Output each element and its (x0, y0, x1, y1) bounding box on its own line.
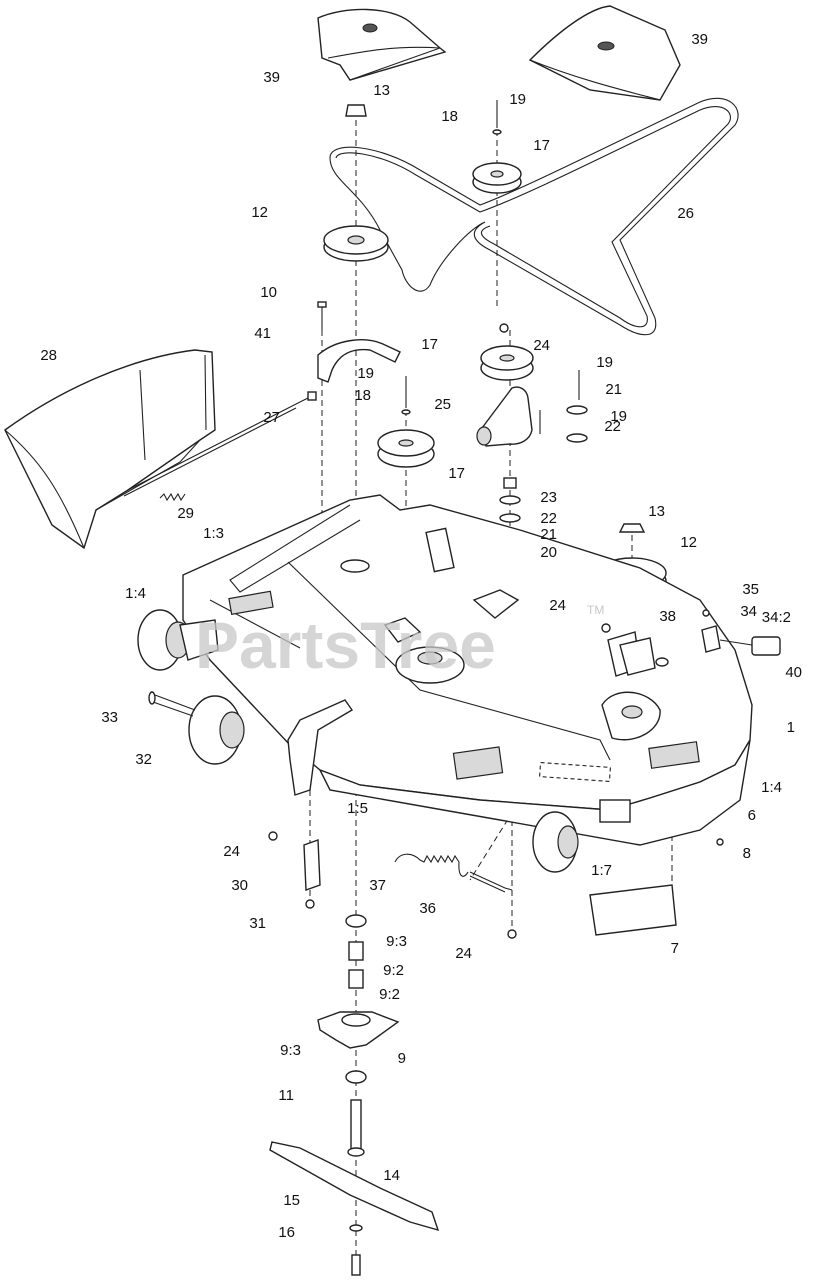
idler-arm (476, 386, 533, 447)
callout-label: 22 (604, 418, 621, 435)
callout-label: 24 (533, 337, 550, 354)
callout-label: 1:4 (125, 585, 146, 602)
deck-wheel-left (137, 609, 219, 671)
callout-label: 16 (278, 1224, 295, 1241)
pulley-17-lower (377, 376, 435, 468)
callout-label: 19 (596, 354, 613, 371)
callout-label: 24 (455, 945, 472, 962)
callout-label: 40 (785, 664, 802, 681)
callout-label: 1:7 (591, 862, 612, 879)
callout-label: 9:2 (383, 962, 404, 979)
callout-label: 12 (680, 534, 697, 551)
callout-label: 1:3 (203, 525, 224, 542)
pulley-12-top (323, 225, 389, 262)
callout-label: 13 (373, 82, 390, 99)
callout-label: 21 (605, 381, 622, 398)
spring-rod (469, 871, 513, 893)
grease-fitting (619, 609, 781, 676)
callout-label: 19 (610, 408, 627, 425)
bracket-30 (303, 839, 321, 891)
discharge-chute (4, 349, 216, 550)
deck-cover-left (317, 8, 447, 81)
chute-spring (159, 492, 186, 502)
callout-label: 38 (659, 608, 676, 625)
pulley-17-top (472, 100, 522, 194)
callout-label: 9 (398, 1050, 406, 1067)
callout-label: 19 (357, 365, 374, 382)
callout-label: 14 (383, 1167, 400, 1184)
extension-spring (394, 853, 469, 877)
callout-label: 22 (540, 510, 557, 527)
callout-label: 34 (740, 603, 757, 620)
callout-label: 36 (419, 900, 436, 917)
callout-label: 26 (677, 205, 694, 222)
bolt-10 (317, 301, 327, 330)
callout-label: 39 (691, 31, 708, 48)
callout-label: 39 (263, 69, 280, 86)
pulley-17-mid (480, 323, 534, 381)
callout-label: 27 (263, 409, 280, 426)
callout-label: 17 (421, 336, 438, 353)
callout-label: 31 (249, 915, 266, 932)
callout-label: 17 (533, 137, 550, 154)
nut-13 (345, 104, 367, 117)
callout-label: 18 (441, 108, 458, 125)
callout-label: 13 (648, 503, 665, 520)
callout-label: 10 (260, 284, 277, 301)
callout-label: 35 (742, 581, 759, 598)
callout-label: 37 (369, 877, 386, 894)
callout-label: 23 (540, 489, 557, 506)
callout-label: 6 (748, 807, 756, 824)
callout-label: 8 (743, 845, 751, 862)
deck-wheel-32 (188, 695, 245, 765)
callout-label: 9:3 (280, 1042, 301, 1059)
callout-label: 29 (177, 505, 194, 522)
callout-label: 9:2 (379, 986, 400, 1003)
callout-label: 25 (434, 396, 451, 413)
hardware-nuts (268, 623, 724, 939)
callout-label: 30 (231, 877, 248, 894)
callout-label: 9:3 (386, 933, 407, 950)
mower-deck (182, 494, 753, 846)
callout-label: 24 (223, 843, 240, 860)
callout-label: 15 (283, 1192, 300, 1209)
deflector (589, 884, 677, 936)
deck-wheel-right (532, 811, 579, 873)
callout-label: 11 (278, 1087, 294, 1104)
callout-label: 7 (671, 940, 679, 957)
callout-label: 1:5 (347, 800, 368, 817)
callout-label: 34:2 (762, 609, 791, 626)
callout-label: 18 (354, 387, 371, 404)
svg-text:TM: TM (587, 603, 604, 617)
idler-bracket (317, 339, 401, 383)
callout-label: 32 (135, 751, 152, 768)
drive-belt (329, 97, 739, 336)
callout-label: 20 (540, 544, 557, 561)
svg-text:PartsTree: PartsTree (195, 608, 496, 682)
callout-label: 19 (509, 91, 526, 108)
callout-label: 21 (540, 526, 557, 543)
mower-blade (269, 1141, 440, 1276)
callout-label: 41 (254, 325, 271, 342)
callout-label: 24 (549, 597, 566, 614)
callout-label: 33 (101, 709, 118, 726)
callout-label: 28 (40, 347, 57, 364)
callout-label: 12 (251, 204, 268, 221)
spindle-assembly (317, 914, 400, 1157)
callout-label: 1 (787, 719, 795, 736)
callout-label: 17 (448, 465, 465, 482)
wheel-bracket (287, 699, 354, 796)
axle-bolt-33 (148, 691, 196, 717)
callout-label: 1:4 (761, 779, 782, 796)
deck-cover-right (528, 5, 681, 101)
chute-rod (123, 391, 317, 497)
watermark: PartsTree TM (195, 603, 604, 682)
